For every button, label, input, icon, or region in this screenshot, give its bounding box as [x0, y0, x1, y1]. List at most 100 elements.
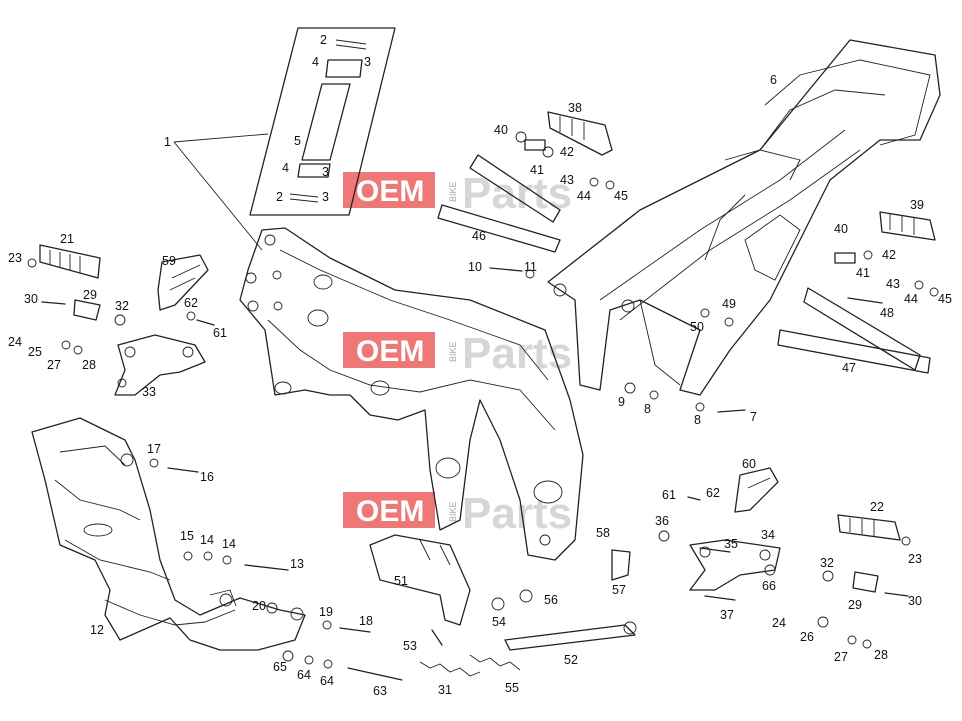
callout-15: 15 [180, 529, 194, 543]
watermark-bottom: OEM BIKE Parts [343, 489, 572, 538]
callout-35: 35 [724, 537, 738, 551]
callout-60: 60 [742, 457, 756, 471]
callout-2: 2 [320, 33, 327, 47]
footrest-right-front [837, 514, 911, 546]
callout-61: 61 [213, 326, 227, 340]
callout-46: 46 [472, 229, 486, 243]
center-stand [369, 534, 471, 626]
callout-24: 24 [772, 616, 786, 630]
callout-52: 52 [564, 653, 578, 667]
callout-43: 43 [886, 277, 900, 291]
footrest-left-front [27, 244, 101, 279]
callout-44: 44 [577, 189, 591, 203]
callout-63: 63 [373, 684, 387, 698]
callout-21: 21 [60, 232, 74, 246]
callout-59: 59 [162, 254, 176, 268]
callout-2: 2 [276, 190, 283, 204]
callout-29: 29 [83, 288, 97, 302]
callout-7: 7 [750, 410, 757, 424]
callout-23: 23 [908, 552, 922, 566]
callout-31: 31 [438, 683, 452, 697]
callout-30: 30 [908, 594, 922, 608]
callout-32: 32 [820, 556, 834, 570]
callout-43: 43 [560, 173, 574, 187]
callout-29: 29 [848, 598, 862, 612]
bolts-and-rods [41, 131, 939, 681]
rear-subframe [547, 39, 941, 396]
callout-3: 3 [322, 165, 329, 179]
leader-lines [173, 133, 269, 251]
callout-40: 40 [834, 222, 848, 236]
watermark-middle: OEM BIKE Parts [343, 329, 572, 378]
callout-49: 49 [722, 297, 736, 311]
callout-55: 55 [505, 681, 519, 695]
callout-41: 41 [856, 266, 870, 280]
callout-57: 57 [612, 583, 626, 597]
front-subframe [31, 417, 306, 651]
callout-14: 14 [200, 533, 214, 547]
callout-5: 5 [294, 134, 301, 148]
callout-64: 64 [320, 674, 334, 688]
callout-30: 30 [24, 292, 38, 306]
callout-25: 25 [28, 345, 42, 359]
callout-48: 48 [880, 306, 894, 320]
callout-19: 19 [319, 605, 333, 619]
svg-text:OEM: OEM [356, 495, 424, 528]
callout-62: 62 [706, 486, 720, 500]
passenger-footrest-left [547, 111, 613, 156]
callout-4: 4 [312, 55, 319, 69]
callout-45: 45 [938, 292, 952, 306]
callout-39: 39 [910, 198, 924, 212]
footrest-plate-right [689, 539, 781, 591]
callout-50: 50 [690, 320, 704, 334]
springs [419, 654, 521, 677]
callout-12: 12 [90, 623, 104, 637]
svg-text:Parts: Parts [462, 329, 572, 378]
callout-18: 18 [359, 614, 373, 628]
callout-16: 16 [200, 470, 214, 484]
callout-22: 22 [870, 500, 884, 514]
callout-8: 8 [694, 413, 701, 427]
callout-54: 54 [492, 615, 506, 629]
callout-26: 26 [800, 630, 814, 644]
callout-labels: 1 2 4 3 5 4 3 2 3 6 38 40 41 42 43 44 45… [8, 33, 952, 698]
callout-40: 40 [494, 123, 508, 137]
callout-38: 38 [568, 101, 582, 115]
callout-37: 37 [720, 608, 734, 622]
svg-text:OEM: OEM [356, 335, 424, 368]
callout-11: 11 [524, 260, 537, 274]
callout-14: 14 [222, 537, 236, 551]
svg-text:BIKE: BIKE [448, 501, 458, 522]
svg-text:BIKE: BIKE [448, 341, 458, 362]
callout-23: 23 [8, 251, 22, 265]
side-stand [504, 621, 637, 651]
callout-36: 36 [655, 514, 669, 528]
callout-9: 9 [618, 395, 625, 409]
callout-61: 61 [662, 488, 676, 502]
callout-27: 27 [834, 650, 848, 664]
callout-47: 47 [842, 361, 856, 375]
callout-42: 42 [882, 248, 896, 262]
callout-13: 13 [290, 557, 304, 571]
footrest-plate-left [114, 334, 206, 396]
svg-text:Parts: Parts [462, 169, 572, 218]
callout-45: 45 [614, 189, 628, 203]
callout-8: 8 [644, 402, 651, 416]
callout-66: 66 [762, 579, 776, 593]
callout-58: 58 [596, 526, 610, 540]
callout-32: 32 [115, 299, 129, 313]
callout-44: 44 [904, 292, 918, 306]
callout-51: 51 [394, 574, 408, 588]
callout-28: 28 [82, 358, 96, 372]
sticker-kit-panel [249, 27, 396, 216]
callout-34: 34 [761, 528, 775, 542]
callout-3: 3 [322, 190, 329, 204]
callout-4: 4 [282, 161, 289, 175]
callout-24: 24 [8, 335, 22, 349]
callout-33: 33 [142, 385, 156, 399]
watermark-top: OEM BIKE Parts [343, 169, 572, 218]
svg-text:Parts: Parts [462, 489, 572, 538]
callout-28: 28 [874, 648, 888, 662]
passenger-footrest-right [879, 211, 936, 241]
